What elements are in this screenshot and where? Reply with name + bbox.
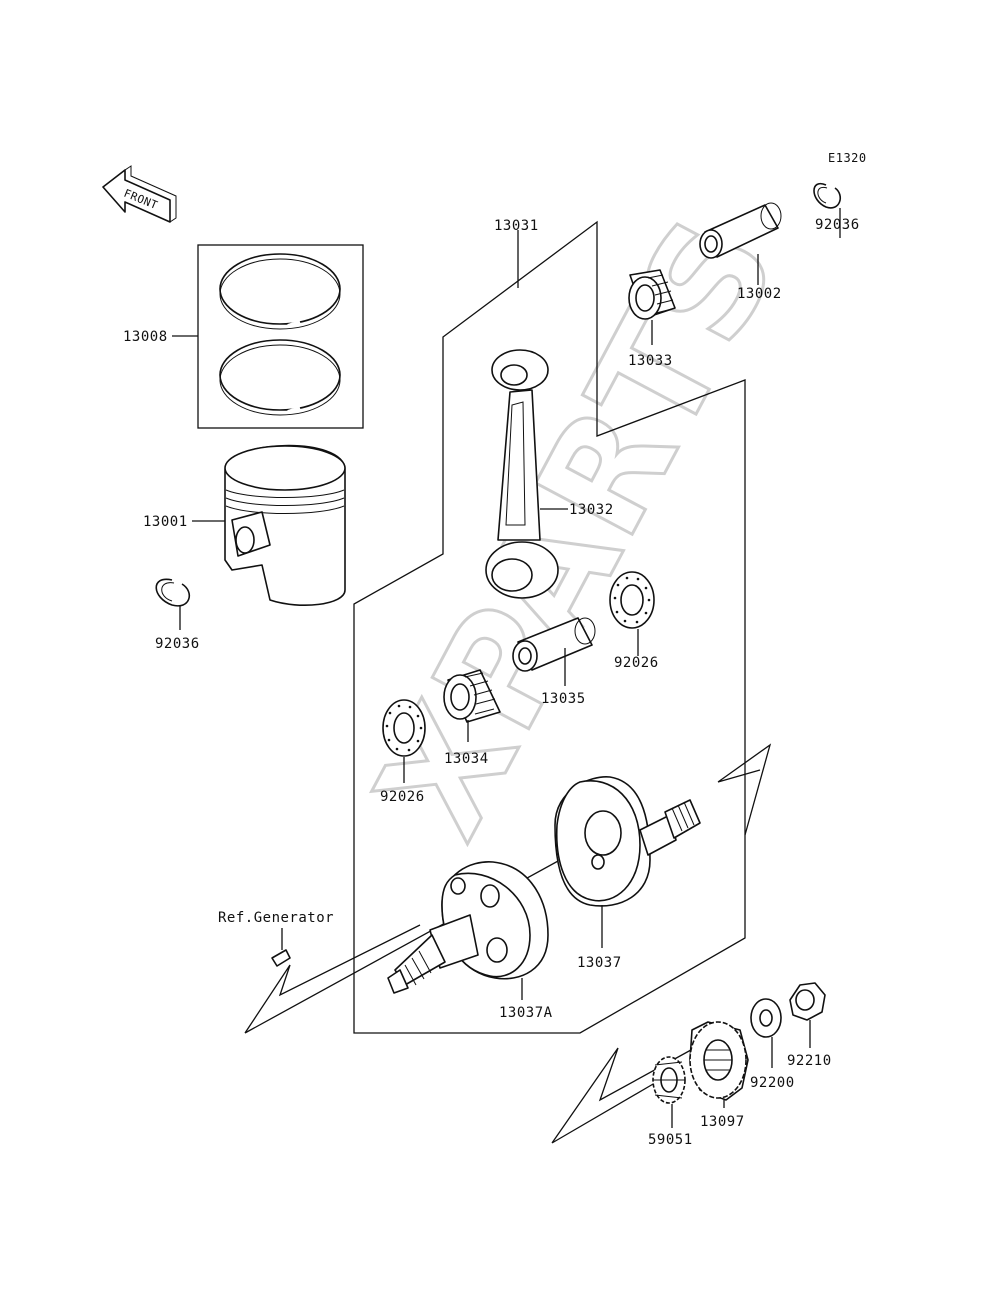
label-92036-right: 92036	[815, 217, 860, 233]
piston-ring-set[interactable]	[197, 244, 364, 429]
label-13031: 13031	[494, 218, 539, 234]
piston-pin-clip-left[interactable]	[155, 578, 191, 607]
crank-gear[interactable]	[689, 1021, 749, 1101]
connecting-rod[interactable]	[485, 349, 559, 599]
label-92210: 92210	[787, 1053, 832, 1069]
label-13032: 13032	[569, 502, 614, 518]
piston-pin[interactable]	[699, 202, 782, 259]
crank-nut[interactable]	[789, 982, 826, 1021]
label-92200: 92200	[750, 1075, 795, 1091]
thrust-washer-right[interactable]	[609, 571, 655, 629]
diagram-code: E1320	[828, 151, 867, 165]
crank-washer[interactable]	[750, 998, 782, 1038]
crankshaft-half-right[interactable]	[554, 776, 701, 907]
crank-pin[interactable]	[512, 617, 596, 672]
label-92026-right: 92026	[614, 655, 659, 671]
guide-left	[244, 837, 601, 1034]
label-13037: 13037	[577, 955, 622, 971]
woodruff-key[interactable]	[271, 949, 291, 967]
small-end-bearing[interactable]	[628, 269, 676, 320]
guide-bottom	[551, 1044, 701, 1144]
assembly-outline	[353, 220, 746, 1034]
label-13008: 13008	[123, 329, 168, 345]
piston-pin-clip-right[interactable]	[813, 182, 842, 209]
collar-gear[interactable]	[652, 1056, 686, 1104]
label-13097: 13097	[700, 1114, 745, 1130]
label-59051: 59051	[648, 1132, 693, 1148]
crankshaft-half-left[interactable]	[387, 861, 549, 994]
label-13002: 13002	[737, 286, 782, 302]
reference-note: Ref.Generator	[218, 910, 334, 926]
label-13035: 13035	[541, 691, 586, 707]
label-13001: 13001	[143, 514, 188, 530]
label-13033: 13033	[628, 353, 673, 369]
piston[interactable]	[224, 444, 346, 606]
label-92026-left: 92026	[380, 789, 425, 805]
front-arrow-icon: FRONT	[102, 165, 177, 223]
label-92036-left: 92036	[155, 636, 200, 652]
thrust-washer-left[interactable]	[382, 699, 426, 757]
guide-right	[717, 743, 772, 836]
label-13037A: 13037A	[499, 1005, 553, 1021]
big-end-bearing[interactable]	[443, 669, 501, 723]
label-13034: 13034	[444, 751, 489, 767]
